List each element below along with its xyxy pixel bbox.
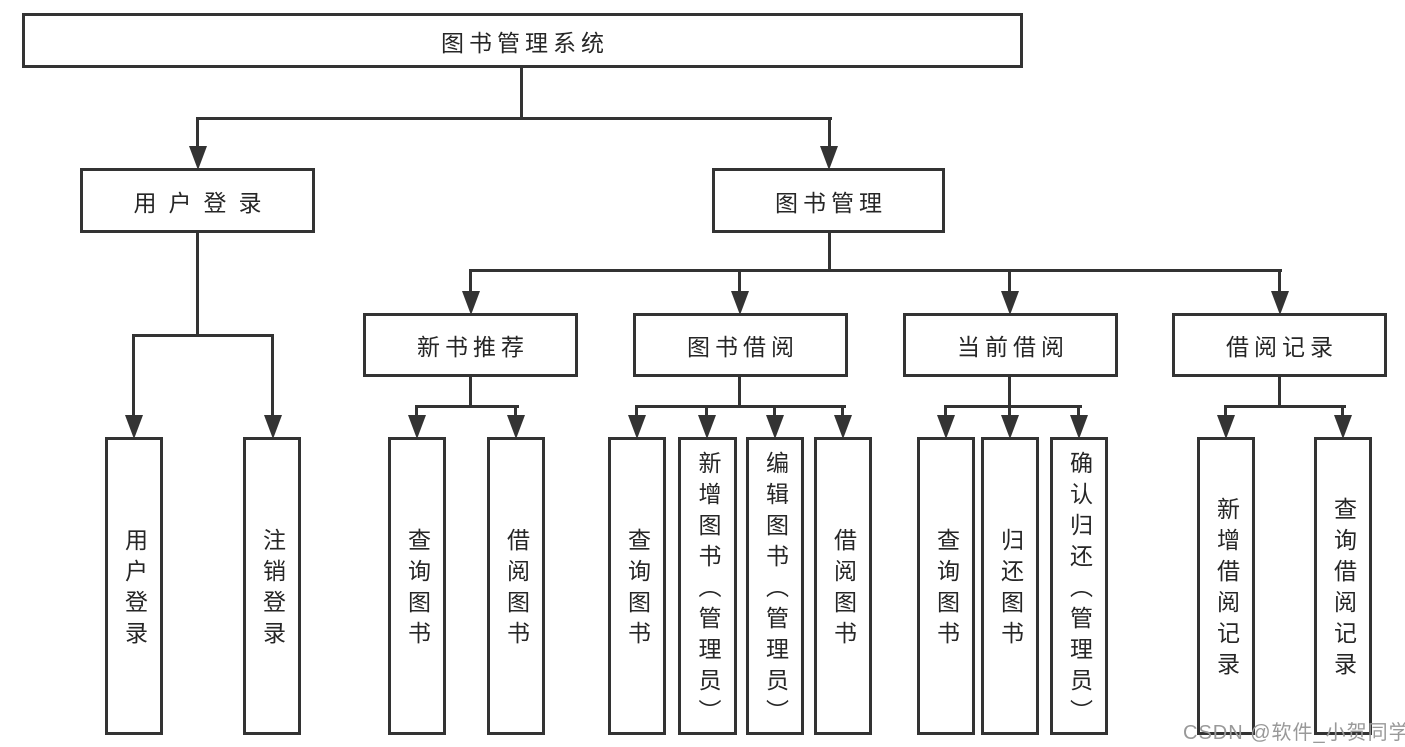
connector-root-stem	[520, 66, 523, 120]
node-book-mgmt-branch-label: 图书管理	[775, 189, 887, 216]
leaf-recommend-query-books-label: 查询图书	[404, 528, 431, 652]
connector-group2-rail	[635, 405, 846, 408]
arrow-down-icon	[766, 415, 784, 439]
leaf-records-query-record-label: 查询借阅记录	[1330, 497, 1357, 683]
connector-group1-rail	[415, 405, 519, 408]
node-new-book-recommend-label: 新书推荐	[417, 334, 529, 360]
node-user-login-branch: 用户登录	[80, 168, 315, 233]
csdn-watermark: CSDN @软件_小贺同学	[1183, 722, 1405, 744]
leaf-records-add-record: 新增借阅记录	[1197, 437, 1255, 735]
arrow-down-icon	[834, 415, 852, 439]
node-borrow-records: 借阅记录	[1172, 313, 1387, 377]
leaf-current-query-books-label: 查询图书	[933, 528, 960, 652]
connector-group3-stem	[1008, 377, 1011, 408]
connector-drop-group	[738, 269, 741, 295]
connector-mgmt-rail	[469, 269, 1282, 272]
arrow-down-icon	[1001, 291, 1019, 315]
connector-drop-leaf	[841, 405, 844, 419]
arrow-down-icon	[125, 415, 143, 439]
connector-group4-stem	[1278, 377, 1281, 408]
connector-drop-leaf	[1341, 405, 1344, 419]
connector-mgmt-stem	[828, 231, 831, 271]
arrow-down-icon	[1070, 415, 1088, 439]
connector-drop-leaf	[1008, 405, 1011, 419]
connector-drop-leaf	[1077, 405, 1080, 419]
leaf-current-query-books: 查询图书	[917, 437, 975, 735]
connector-drop-leaf	[415, 405, 418, 419]
connector-drop-leaf	[944, 405, 947, 419]
connector-drop-leaf	[271, 334, 274, 419]
connector-group1-stem	[469, 377, 472, 408]
leaf-current-return-books-label: 归还图书	[997, 528, 1024, 652]
connector-drop-group	[1008, 269, 1011, 295]
leaf-recommend-borrow-books: 借阅图书	[487, 437, 545, 735]
leaf-borrow-query-books: 查询图书	[608, 437, 666, 735]
leaf-records-query-record: 查询借阅记录	[1314, 437, 1372, 735]
arrow-down-icon	[820, 146, 838, 170]
connector-drop-leaf	[705, 405, 708, 419]
connector-drop-leaf	[514, 405, 517, 419]
leaf-borrow-add-books-admin-label: 新增图书（管理员）	[695, 450, 721, 730]
leaf-records-add-record-label: 新增借阅记录	[1213, 497, 1240, 683]
leaf-borrow-query-books-label: 查询图书	[624, 528, 651, 652]
leaf-borrow-borrow-books: 借阅图书	[814, 437, 872, 735]
node-new-book-recommend: 新书推荐	[363, 313, 578, 377]
leaf-borrow-edit-books-admin: 编辑图书（管理员）	[746, 437, 804, 735]
connector-drop-group	[1278, 269, 1281, 295]
leaf-user-login-label: 用户登录	[121, 528, 148, 652]
node-current-borrow-label: 当前借阅	[957, 334, 1069, 360]
arrow-down-icon	[1217, 415, 1235, 439]
node-book-borrow: 图书借阅	[633, 313, 848, 377]
leaf-current-return-books: 归还图书	[981, 437, 1039, 735]
arrow-down-icon	[507, 415, 525, 439]
node-book-mgmt-branch: 图书管理	[712, 168, 945, 233]
arrow-down-icon	[628, 415, 646, 439]
arrow-down-icon	[1001, 415, 1019, 439]
connector-drop-leaf	[773, 405, 776, 419]
arrow-down-icon	[408, 415, 426, 439]
connector-login-rail	[132, 334, 274, 337]
leaf-current-confirm-return-admin: 确认归还（管理员）	[1050, 437, 1108, 735]
node-borrow-records-label: 借阅记录	[1226, 334, 1338, 360]
connector-root-rail	[196, 117, 832, 120]
leaf-borrow-add-books-admin: 新增图书（管理员）	[678, 437, 737, 735]
connector-drop-leaf	[1224, 405, 1227, 419]
connector-drop-leaf	[132, 334, 135, 419]
arrow-down-icon	[1271, 291, 1289, 315]
arrow-down-icon	[698, 415, 716, 439]
connector-drop-user-login	[196, 117, 199, 151]
arrow-down-icon	[937, 415, 955, 439]
connector-group3-rail	[944, 405, 1082, 408]
arrow-down-icon	[731, 291, 749, 315]
node-book-borrow-label: 图书借阅	[687, 334, 799, 360]
node-root: 图书管理系统	[22, 13, 1023, 68]
leaf-current-confirm-return-admin-label: 确认归还（管理员）	[1066, 450, 1093, 730]
node-user-login-branch-label: 用户登录	[133, 189, 274, 216]
node-root-label: 图书管理系统	[441, 29, 609, 56]
connector-group4-rail	[1224, 405, 1346, 408]
leaf-borrow-borrow-books-label: 借阅图书	[830, 528, 857, 652]
arrow-down-icon	[189, 146, 207, 170]
leaf-recommend-query-books: 查询图书	[388, 437, 446, 735]
leaf-recommend-borrow-books-label: 借阅图书	[503, 528, 530, 652]
connector-group2-stem	[738, 377, 741, 408]
leaf-user-login: 用户登录	[105, 437, 163, 735]
connector-login-stem	[196, 231, 199, 335]
leaf-logout-label: 注销登录	[259, 528, 286, 652]
arrow-down-icon	[462, 291, 480, 315]
connector-drop-group	[469, 269, 472, 295]
arrow-down-icon	[264, 415, 282, 439]
leaf-borrow-edit-books-admin-label: 编辑图书（管理员）	[762, 450, 789, 730]
leaf-logout: 注销登录	[243, 437, 301, 735]
arrow-down-icon	[1334, 415, 1352, 439]
node-current-borrow: 当前借阅	[903, 313, 1118, 377]
connector-drop-leaf	[635, 405, 638, 419]
connector-drop-book-mgmt	[828, 117, 831, 151]
